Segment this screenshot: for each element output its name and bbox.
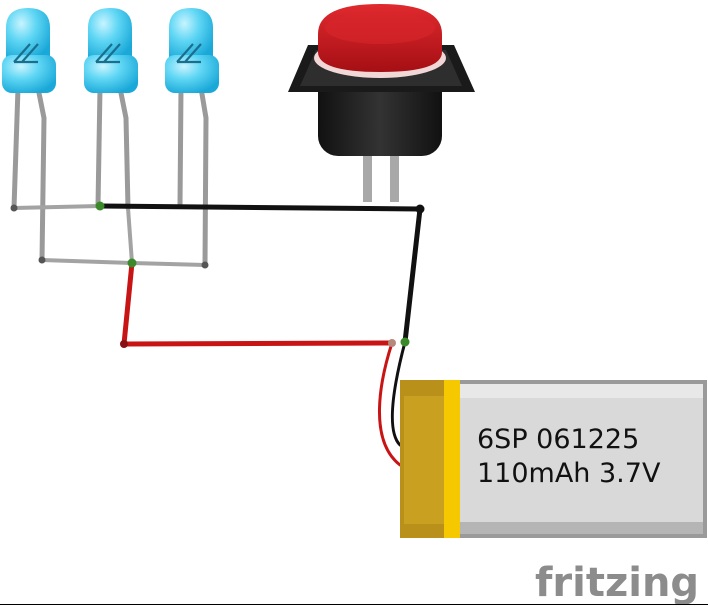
black-wire — [97, 203, 423, 345]
led-1 — [2, 8, 56, 93]
battery-label-line-1: 6SP 061225 — [477, 424, 639, 455]
battery-label-line-2: 110mAh 3.7V — [477, 458, 661, 489]
red-wire — [121, 260, 395, 347]
push-button — [288, 4, 475, 202]
battery-lead-wires — [378, 340, 407, 467]
led-2 — [84, 8, 138, 93]
battery — [400, 380, 707, 538]
led-leads — [11, 85, 209, 268]
gray-wires — [12, 204, 207, 267]
fritzing-watermark: fritzing — [535, 560, 699, 606]
bottom-rule — [0, 604, 708, 605]
led-3 — [165, 8, 219, 93]
connection-nodes — [10, 201, 425, 348]
